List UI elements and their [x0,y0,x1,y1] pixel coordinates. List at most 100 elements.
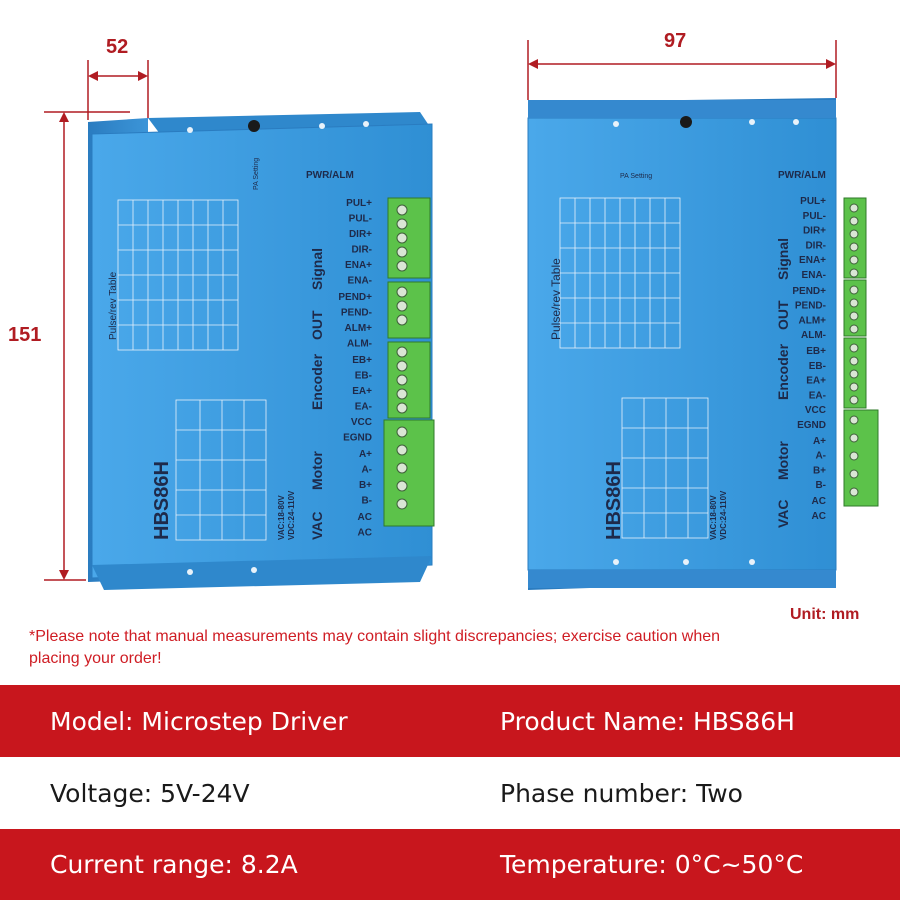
right-driver: HBS86H Pulse/rev Table PA Setting VAC:18… [527,98,879,590]
left-motor-title: Motor [309,451,325,490]
left-pin-label: A+ [359,449,372,460]
left-pin-label: A- [361,465,372,476]
right-terminal-screw-icon [849,255,859,265]
left-power-label: PWR/ALM [306,170,354,181]
left-terminal-screws [396,204,408,510]
left-pin-label: ENA- [348,276,372,287]
spec-row: Voltage: 5V-24V Phase number: Two [0,757,900,829]
left-pin-label: DIR+ [349,229,372,240]
left-terminal-screw-icon [396,480,408,492]
screw-icon [613,121,619,127]
right-pin-label: ENA- [802,270,826,281]
spec-product-name: Product Name: HBS86H [500,706,795,736]
right-pin-label: EGND [797,420,826,431]
screw-icon [187,569,193,575]
left-terminal-screw-icon [396,374,408,386]
right-power-label: PWR/ALM [778,170,826,181]
left-terminal-screw-icon [396,444,408,456]
right-terminal-screw-icon [849,382,859,392]
left-pin-label: EB- [355,371,372,382]
screw-icon [187,127,193,133]
measurement-note: *Please note that manual measurements ma… [29,628,721,667]
left-pin-label: PEND- [341,308,372,319]
right-terminal-screw-icon [849,242,859,252]
left-terminal-screw-icon [396,314,408,326]
left-pin-label: AC [358,512,372,523]
left-motor-table [175,399,267,541]
right-terminal-screws [849,203,859,497]
right-pulse-table [559,197,681,349]
screw-icon [319,123,325,129]
screw-icon [248,120,260,132]
left-terminal-screw-icon [396,286,408,298]
right-terminal-screw-icon [849,343,859,353]
left-pin-labels: PUL+PUL-DIR+DIR-ENA+ENA-PEND+PEND-ALM+AL… [338,198,372,539]
right-pin-label: A+ [813,436,826,447]
right-pin-label: AC [812,496,826,507]
left-terminal-screw-icon [396,204,408,216]
dimension-lines [44,40,837,581]
screw-icon [613,559,619,565]
left-driver-bottom [92,556,432,590]
left-terminal-screw-icon [396,426,408,438]
right-driver-front [527,117,837,571]
left-terminal-screw-icon [396,346,408,358]
screw-icon [363,121,369,127]
screw-icon [749,119,755,125]
left-terminal-screw-icon [396,218,408,230]
screw-icon [251,567,257,573]
right-out-title: OUT [775,300,791,330]
left-vac-title: VAC [309,511,325,540]
left-terminal-screw-icon [396,232,408,244]
left-pin-label: B+ [359,480,372,491]
screw-icon [749,559,755,565]
left-driver-model: HBS86H [151,461,173,540]
right-pa-setting: PA Setting [620,173,652,180]
right-terminal-screw-icon [849,433,859,443]
left-terminal-screw-icon [396,260,408,272]
right-volt-1: VAC:18-80V [709,495,718,540]
right-pin-label: B- [815,480,826,491]
right-driver-top [528,100,836,118]
left-pin-label: ENA+ [345,260,372,271]
spec-current: Current range: 8.2A [50,850,298,879]
right-pin-label: ALM- [801,330,826,341]
right-pin-label: DIR+ [803,226,826,237]
right-pin-label: DIR- [805,240,826,251]
right-terminal-screw-icon [849,311,859,321]
left-out-title: OUT [309,310,325,340]
right-pin-label: PUL+ [800,196,826,207]
left-terminal-screw-icon [396,246,408,258]
driver-drawing: HBS86H Pulse/rev Table PA Setting VAC:18… [44,40,879,590]
spec-voltage: Voltage: 5V-24V [50,778,250,808]
left-driver-front [91,123,433,579]
right-pin-label: EB+ [806,346,826,357]
dimension-width: 97 [664,30,687,52]
left-pin-label: EB+ [352,355,372,366]
left-pin-label: DIR- [351,245,372,256]
right-pin-label: AC [812,511,826,522]
right-pin-label: VCC [805,405,826,416]
spec-row: Current range: 8.2A Temperature: 0°C~50°… [0,829,900,900]
right-terminal-screw-icon [849,469,859,479]
right-terminal-screw-icon [849,229,859,239]
left-terminal-screw-icon [396,462,408,474]
left-volt-2: VDC:24-110V [287,490,296,540]
right-terminal-screw-icon [849,369,859,379]
right-motor-table [621,397,709,539]
right-pin-label: EB- [809,361,826,372]
spec-temperature: Temperature: 0°C~50°C [500,850,804,879]
right-terminal-screw-icon [849,298,859,308]
right-vac-title: VAC [775,499,791,528]
right-volt-2: VDC:24-110V [719,490,728,540]
dimension-depth: 52 [106,36,129,58]
left-pin-label: EGND [343,433,372,444]
left-terminal-screw-icon [396,360,408,372]
right-terminal-screw-icon [849,415,859,425]
left-terminal-screw-icon [396,402,408,414]
right-pin-label: EA+ [806,376,826,387]
right-pin-label: ENA+ [799,255,826,266]
right-driver-bottom [528,570,836,588]
right-pin-label: B+ [813,465,826,476]
right-driver-model: HBS86H [603,461,625,540]
